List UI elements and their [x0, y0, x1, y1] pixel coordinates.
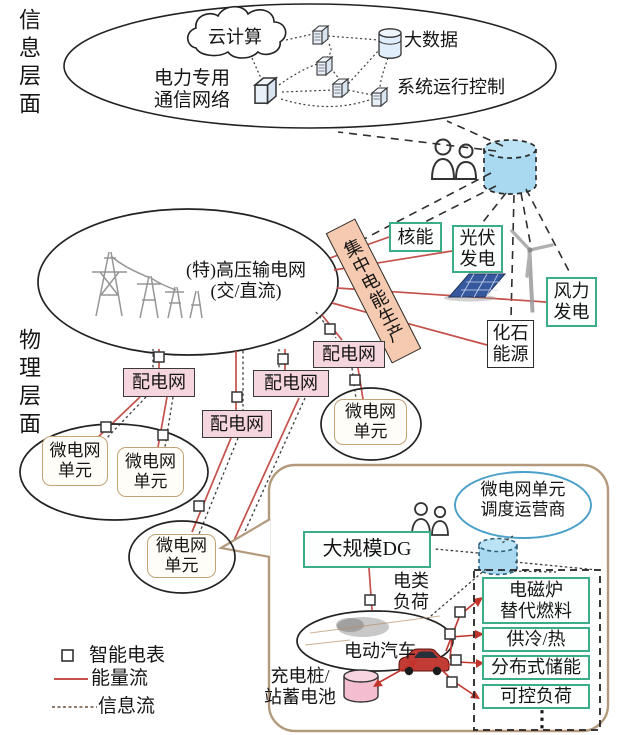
load-box-controllable: 可控负荷 — [482, 684, 590, 709]
big-data-label: 大数据 — [404, 30, 458, 50]
battery-cylinder-icon — [343, 669, 379, 703]
nuclear-box: 核能 — [389, 222, 442, 252]
load1-line2: 替代燃料 — [500, 600, 572, 621]
controllable-loads-dashed-frame — [473, 569, 601, 731]
legend-energy-flow-label: 能量流 — [91, 668, 149, 689]
microgrid-group-ellipse-2 — [320, 387, 422, 461]
more-loads-ellipsis: ⋮ — [531, 706, 553, 731]
ev-label: 电动汽车 — [344, 641, 416, 661]
callout-tail — [217, 518, 271, 559]
transmission-label-line2: (交/直流) — [210, 281, 282, 302]
mg3-line2: 单元 — [353, 422, 388, 441]
mg1-line2: 单元 — [58, 461, 92, 480]
charging-label-line2: 站蓄电池 — [264, 687, 336, 708]
legend-smart-meter-icon — [61, 649, 74, 662]
control-hub-cylinder-icon — [483, 139, 537, 195]
transmission-label-line1: (特)高压输电网 — [186, 260, 306, 280]
transmission-grid-ellipse — [37, 208, 339, 356]
distribution-box-2: 配电网 — [202, 410, 272, 438]
mg3-line1: 微电网 — [345, 402, 396, 422]
microgrid-unit-box-2: 微电网 单元 — [117, 447, 184, 497]
wind-line1: 风力 — [553, 281, 590, 302]
mg2-line2: 单元 — [133, 472, 168, 491]
microgrid-group-ellipse-1 — [19, 423, 209, 521]
wind-turbine-icon — [510, 229, 554, 313]
charging-label-line1: 充电桩/ — [270, 666, 330, 686]
power-comm-network-line1: 电力专用 — [153, 68, 230, 89]
blurred-photo — [304, 615, 441, 646]
database-icon — [378, 28, 402, 59]
cloud-icon — [186, 5, 287, 59]
microgrid-unit-box-1: 微电网 单元 — [42, 436, 108, 486]
detail-info-rays — [424, 535, 598, 622]
fossil-box: 化石 能源 — [487, 320, 534, 368]
operator-ellipse — [454, 471, 592, 539]
elec-load-line2: 负荷 — [393, 592, 429, 613]
system-control-label: 系统运行控制 — [397, 77, 505, 97]
transmission-towers-icon — [92, 251, 203, 319]
load-box-cooling-heating: 供冷/热 — [482, 627, 590, 652]
server-icons — [252, 24, 389, 108]
operator-label-line2: 调度运营商 — [480, 500, 566, 520]
microgrid-unit-box-4: 微电网 单元 — [147, 534, 216, 578]
mg4-line2: 单元 — [164, 556, 199, 575]
microgrid-group-ellipse-3 — [128, 520, 236, 594]
pv-line1: 光伏 — [459, 228, 496, 249]
local-hub-cylinder-icon — [478, 537, 518, 576]
info-mesh-lines — [251, 33, 391, 108]
distribution-box-4: 配电网 — [313, 341, 385, 368]
fossil-line2: 能源 — [492, 344, 529, 364]
distribution-box-3: 配电网 — [253, 370, 329, 397]
mg1-line1: 微电网 — [49, 441, 101, 461]
power-comm-network-line2: 通信网络 — [153, 90, 230, 112]
distribution-box-1: 配电网 — [123, 368, 195, 397]
load-box-distributed-storage: 分布式储能 — [482, 655, 590, 680]
cloud-computing-label: 云计算 — [208, 27, 262, 47]
large-dg-box: 大规模DG — [303, 531, 431, 568]
physical-layer-label: 物理层面 — [16, 328, 41, 440]
fossil-line1: 化石 — [492, 323, 529, 344]
info-layer-ellipse — [63, 3, 557, 129]
info-flow-rays — [336, 120, 572, 319]
legend-symbols — [52, 649, 97, 708]
wind-line2: 发电 — [553, 302, 590, 322]
arrowheads — [373, 597, 484, 699]
load-box-induction: 电磁炉 替代燃料 — [482, 577, 590, 624]
smart-meter-squares — [100, 323, 466, 688]
microgrid-unit-box-3: 微电网 单元 — [334, 399, 407, 445]
people-icon-top — [430, 138, 478, 180]
wind-box: 风力 发电 — [546, 277, 597, 327]
legend-smart-meter-label: 智能电表 — [89, 645, 166, 666]
pv-box: 光伏 发电 — [452, 225, 503, 273]
legend-info-flow-label: 信息流 — [98, 696, 156, 717]
load1-line1: 电磁炉 — [509, 579, 563, 600]
solar-panel-icon — [444, 273, 507, 302]
elec-load-line1: 电类 — [393, 571, 429, 591]
mg4-line1: 微电网 — [156, 536, 207, 556]
pv-line2: 发电 — [459, 249, 496, 269]
mg2-line1: 微电网 — [125, 452, 176, 472]
operator-label-line1: 微电网单元 — [480, 480, 566, 499]
info-layer-label: 信息层面 — [16, 8, 41, 120]
